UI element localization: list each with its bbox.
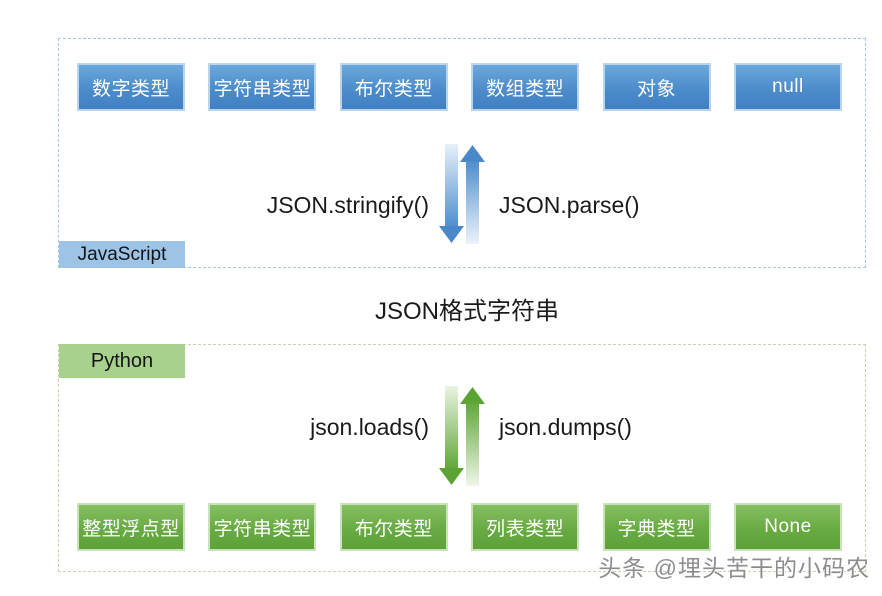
dumps-up-arrow-icon [460, 387, 485, 486]
parse-up-arrow-icon [460, 145, 485, 244]
stringify-down-arrow-icon [439, 144, 464, 243]
py-type-row: 整型浮点型 字符串类型 布尔类型 列表类型 字典类型 None [77, 503, 842, 551]
javascript-tag: JavaScript [59, 241, 185, 268]
js-type-array: 数组类型 [471, 63, 580, 111]
py-type-dict: 字典类型 [602, 503, 711, 551]
js-type-number: 数字类型 [77, 63, 185, 111]
javascript-panel: 数字类型 字符串类型 布尔类型 数组类型 对象 null JSON.string… [58, 38, 866, 268]
loads-label: json.loads() [310, 413, 429, 440]
stringify-label: JSON.stringify() [266, 191, 429, 218]
py-type-int-float: 整型浮点型 [77, 503, 185, 551]
js-convert-row: JSON.stringify() [59, 144, 865, 244]
py-convert-row: json.loads() [59, 386, 865, 486]
python-tag: Python [59, 344, 185, 378]
py-convert-arrows [439, 386, 485, 486]
js-type-boolean: 布尔类型 [339, 63, 448, 111]
py-type-boolean: 布尔类型 [339, 503, 448, 551]
json-string-label: JSON格式字符串 [374, 298, 559, 325]
py-type-none: None [733, 503, 842, 551]
js-type-object: 对象 [602, 63, 711, 111]
js-type-row: 数字类型 字符串类型 布尔类型 数组类型 对象 null [77, 63, 842, 111]
js-type-null: null [733, 63, 842, 111]
js-convert-arrows [439, 144, 485, 244]
toutiao-watermark: 头条 @埋头苦干的小码农 [598, 555, 870, 581]
py-type-list: 列表类型 [471, 503, 580, 551]
loads-down-arrow-icon [439, 386, 464, 485]
py-type-string: 字符串类型 [208, 503, 317, 551]
parse-label: JSON.parse() [499, 191, 640, 218]
js-type-string: 字符串类型 [208, 63, 317, 111]
python-panel: Python json.loads() [58, 344, 866, 572]
dumps-label: json.dumps() [499, 413, 632, 440]
